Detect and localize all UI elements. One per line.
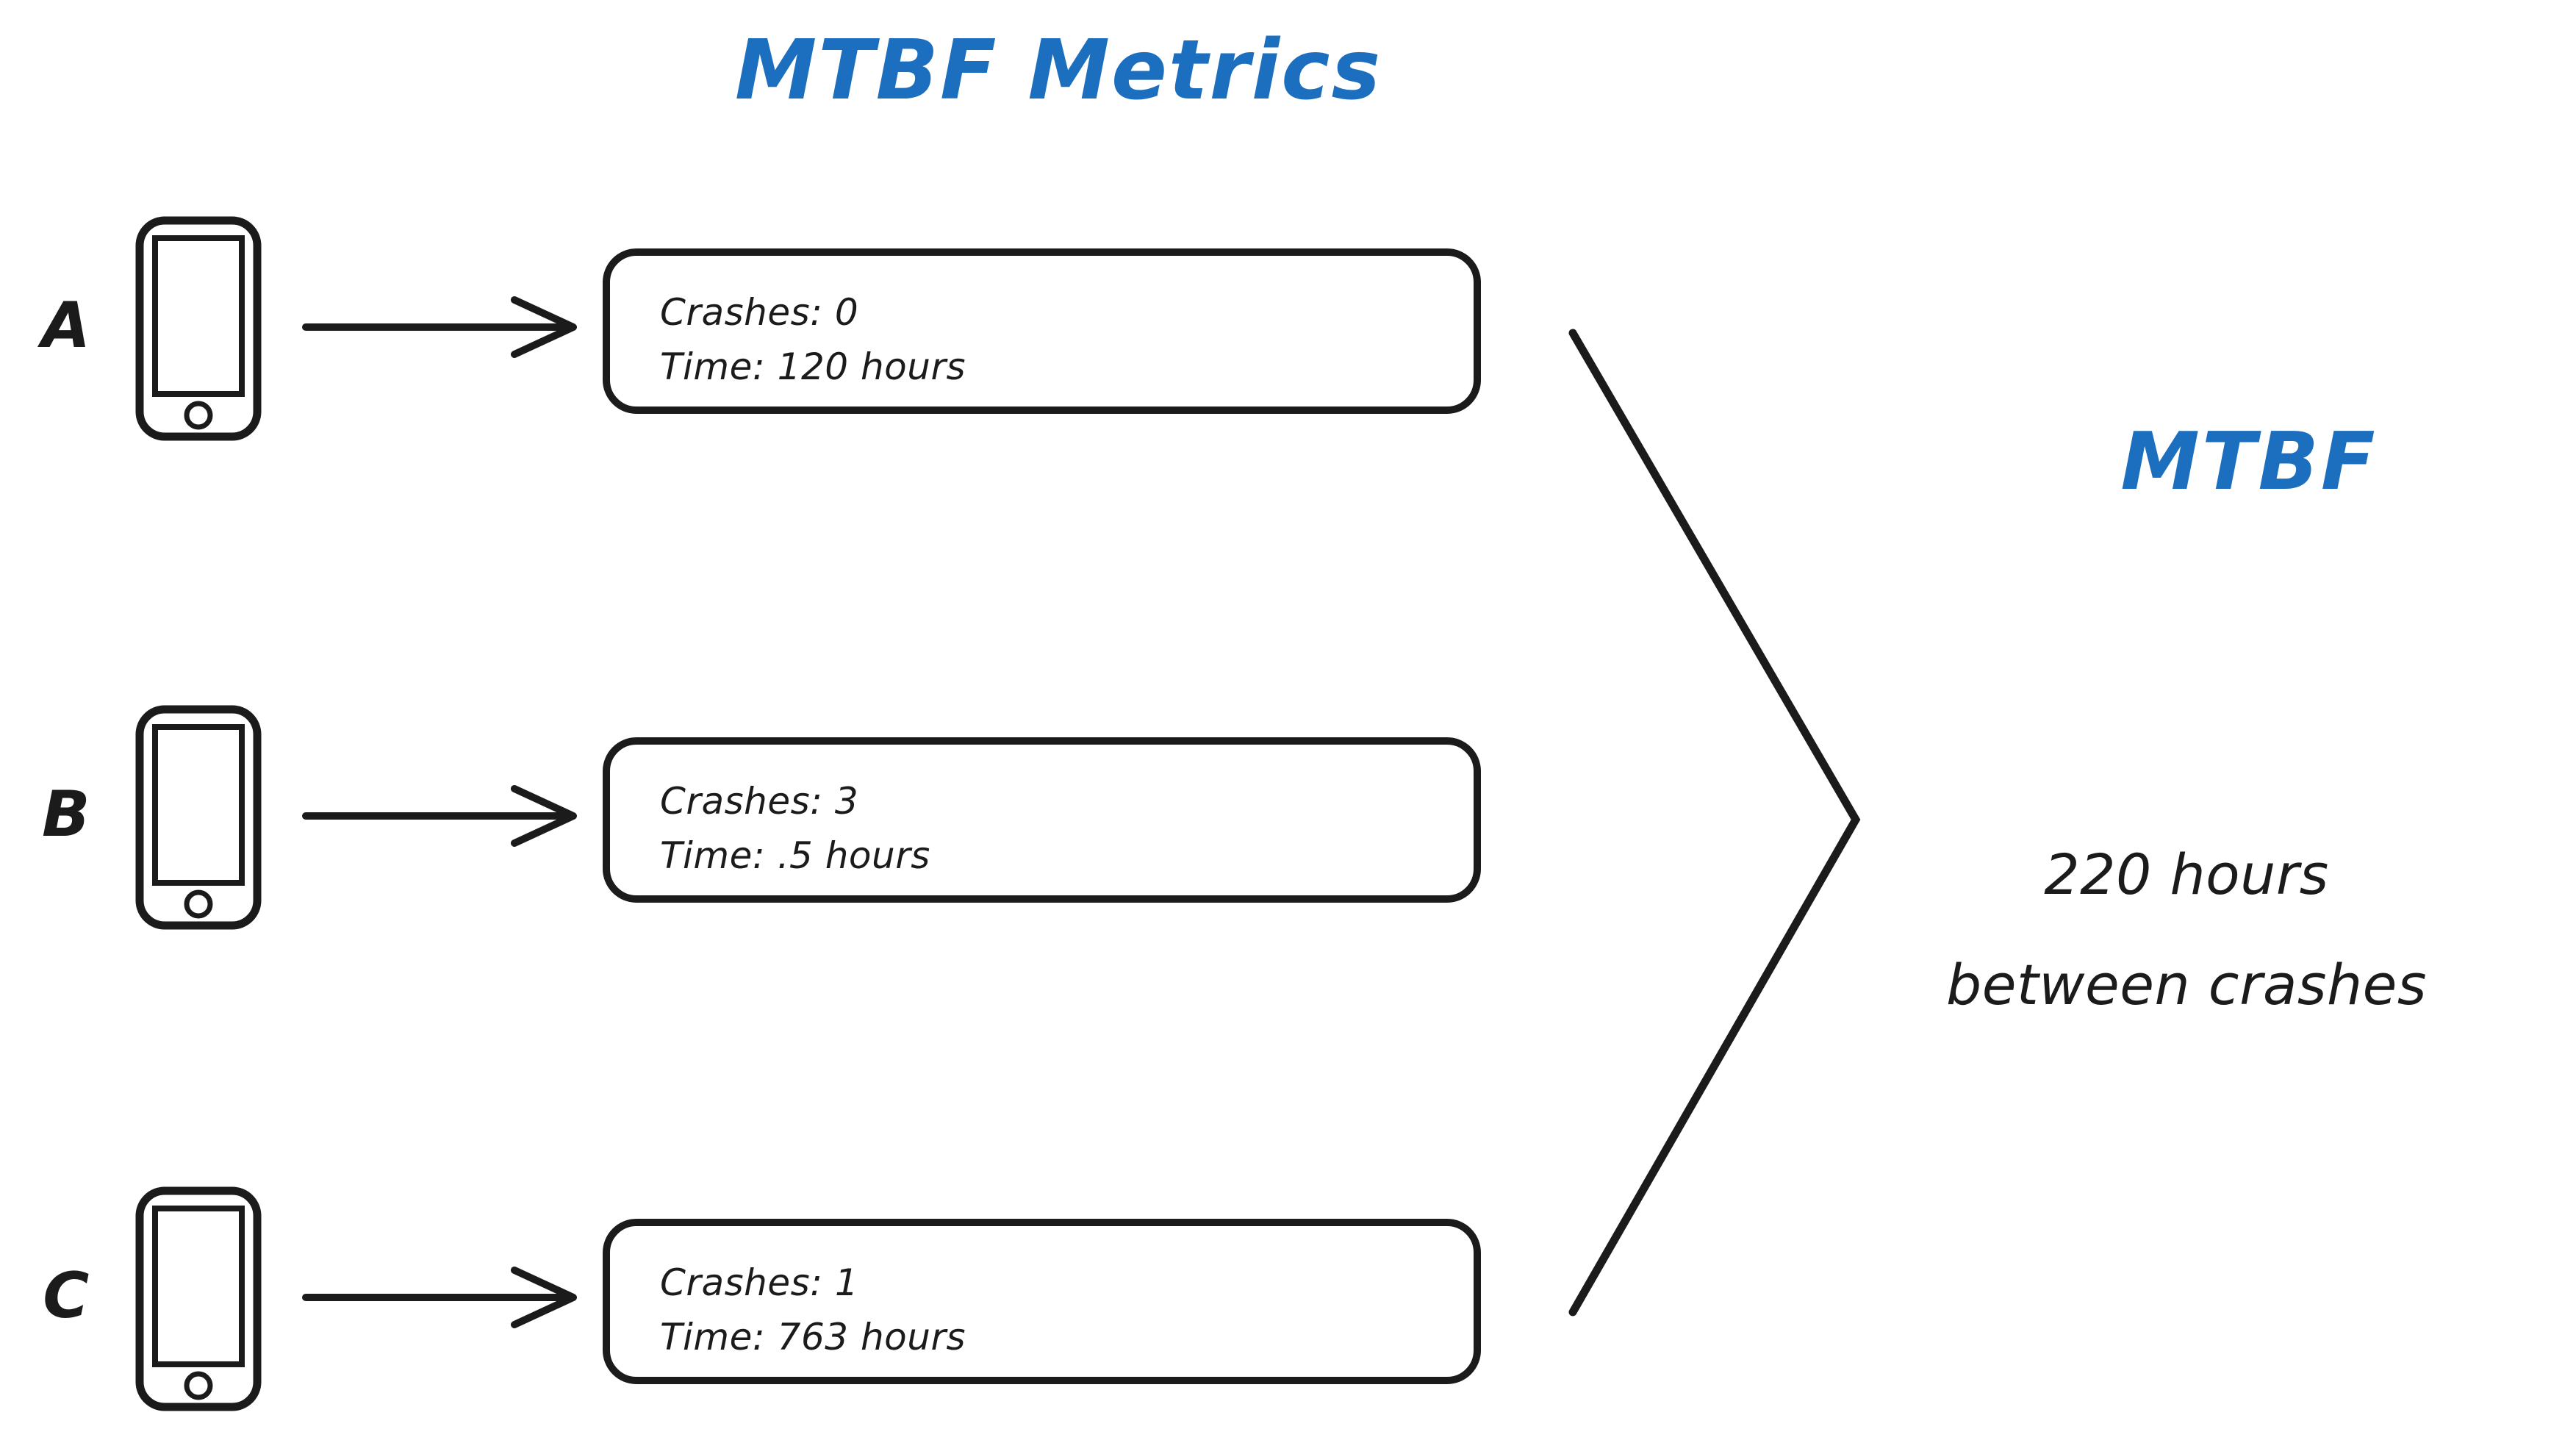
- device-row-c: C Crashes: 1 Time: 763 hours: [0, 1176, 1543, 1419]
- device-label-c: C: [43, 1259, 90, 1333]
- device-row-b: B Crashes: 3 Time: .5 hours: [0, 695, 1543, 937]
- result-heading: MTBF: [2120, 416, 2378, 508]
- crashes-line: Crashes: 1: [660, 1261, 859, 1304]
- metric-box-a: Crashes: 0 Time: 120 hours: [603, 248, 1481, 414]
- metric-box-b: Crashes: 3 Time: .5 hours: [603, 737, 1481, 903]
- device-row-a: A Crashes: 0 Time: 120 hours: [0, 206, 1543, 448]
- result-value: 220 hours between crashes: [1815, 820, 2558, 1040]
- arrow-right-icon: [301, 287, 581, 368]
- time-line: Time: 120 hours: [660, 345, 966, 388]
- arrow-right-icon: [301, 776, 581, 856]
- time-line: Time: 763 hours: [660, 1316, 966, 1358]
- crashes-line: Crashes: 0: [660, 291, 859, 334]
- result-value-line-1: 220 hours: [2044, 842, 2329, 907]
- time-line: Time: .5 hours: [660, 834, 930, 877]
- page-title: MTBF Metrics: [734, 23, 1382, 118]
- device-label-a: A: [41, 289, 91, 362]
- device-label-b: B: [41, 778, 91, 851]
- result-value-line-2: between crashes: [1945, 952, 2428, 1017]
- crashes-line: Crashes: 3: [660, 780, 859, 823]
- converging-bracket-icon: [1543, 309, 1896, 1345]
- smartphone-icon: [132, 215, 265, 443]
- smartphone-icon: [132, 1185, 265, 1413]
- metric-box-c: Crashes: 1 Time: 763 hours: [603, 1219, 1481, 1384]
- smartphone-icon: [132, 703, 265, 931]
- arrow-right-icon: [301, 1257, 581, 1338]
